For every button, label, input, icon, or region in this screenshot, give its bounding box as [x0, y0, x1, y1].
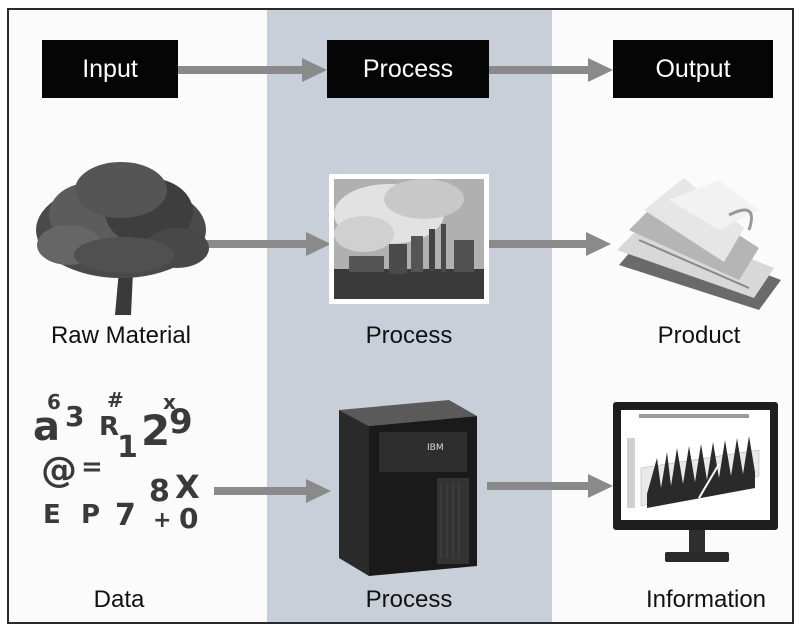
process-label-row1: Process — [365, 322, 453, 349]
server-tower-icon: IBM — [339, 400, 477, 576]
data-char: 1 — [117, 430, 138, 465]
data-characters: 6 a 3 R # x 2 9 1 @ = 8 X E P 7 + 0 — [29, 388, 209, 560]
monitor-icon — [613, 402, 778, 562]
data-char: = — [81, 452, 103, 482]
data-char: R — [99, 412, 120, 442]
process-header: Process — [327, 40, 489, 98]
data-char: a — [33, 404, 60, 450]
arrow-data-to-process — [214, 479, 331, 503]
data-char: P — [81, 500, 101, 530]
raw-material-label: Raw Material — [50, 322, 192, 349]
arrow-process-to-product — [487, 232, 611, 256]
arrow-material-to-process — [199, 232, 331, 256]
product-label: Product — [657, 322, 741, 349]
data-char: 3 — [65, 400, 85, 433]
factory-photo — [329, 174, 489, 304]
paper-rolls-icon — [617, 178, 781, 310]
data-char: E — [43, 500, 61, 530]
data-char: 6 — [47, 390, 61, 414]
process-label-row2: Process — [365, 586, 453, 613]
data-char: 2 — [141, 406, 171, 455]
data-char: X — [175, 468, 200, 506]
information-label: Information — [645, 586, 767, 613]
server-logo: IBM — [427, 443, 444, 453]
data-char: @ — [41, 450, 77, 491]
data-char: 8 — [149, 474, 170, 509]
arrow-process-to-information — [487, 474, 613, 498]
input-header: Input — [42, 40, 178, 98]
data-char: x — [163, 390, 176, 414]
data-char: # — [107, 388, 124, 412]
data-char: 9 — [169, 402, 193, 442]
tree-icon — [36, 162, 209, 315]
data-char: 7 — [115, 498, 136, 533]
arrow-process-to-output — [489, 58, 613, 82]
data-char: 0 — [179, 502, 199, 535]
output-header: Output — [613, 40, 773, 98]
arrow-input-to-process — [178, 58, 327, 82]
data-label: Data — [93, 586, 145, 613]
data-char: + — [153, 508, 172, 533]
diagram-frame: Input Process Output — [7, 8, 794, 624]
